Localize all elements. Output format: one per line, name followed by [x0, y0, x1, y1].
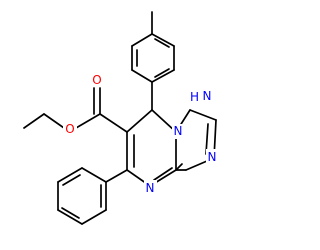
- aromatic-inner-bond: [154, 38, 170, 48]
- ring-double-bond: [175, 163, 183, 171]
- n1-hydrogen-label: H: [190, 90, 199, 104]
- n8-label: N: [174, 124, 183, 138]
- pyrimidine-ring: [126, 109, 177, 187]
- ethyl-bond: [23, 113, 45, 129]
- c5-to-phenyl-bond: [105, 169, 128, 183]
- c6-to-carbonyl-bond: [99, 113, 128, 133]
- ring-bond: [151, 69, 175, 83]
- carbonyl-oxygen-label: O: [92, 73, 101, 87]
- ring-bond: [131, 69, 153, 83]
- ester-bond: [75, 113, 101, 129]
- ring-bond: [57, 209, 83, 225]
- phenyl-ring: [57, 167, 128, 225]
- ethyl-bond: [43, 113, 65, 129]
- ring-double-bond: [153, 167, 173, 181]
- tolyl-ring: [131, 11, 175, 111]
- atom-labels: O O H N N N N: [63, 72, 219, 195]
- n1-label: N: [203, 89, 212, 103]
- n4-label: N: [146, 181, 155, 195]
- ring-bond: [126, 109, 153, 133]
- aromatic-inner-bond: [154, 68, 170, 78]
- n3-label: N: [208, 150, 217, 164]
- chemical-structure-diagram: O O H N N N N: [23, 11, 219, 225]
- ring-bond: [81, 167, 107, 183]
- aromatic-inner-bond: [61, 207, 80, 219]
- ring-bond: [151, 33, 175, 47]
- ether-oxygen-label: O: [65, 122, 74, 136]
- aromatic-inner-bond: [62, 174, 81, 186]
- ring-bond: [131, 33, 153, 47]
- ethyl-ester-group: [23, 87, 128, 133]
- ring-bond: [189, 109, 217, 121]
- ring-bond: [57, 167, 83, 183]
- ring-bond: [81, 209, 107, 225]
